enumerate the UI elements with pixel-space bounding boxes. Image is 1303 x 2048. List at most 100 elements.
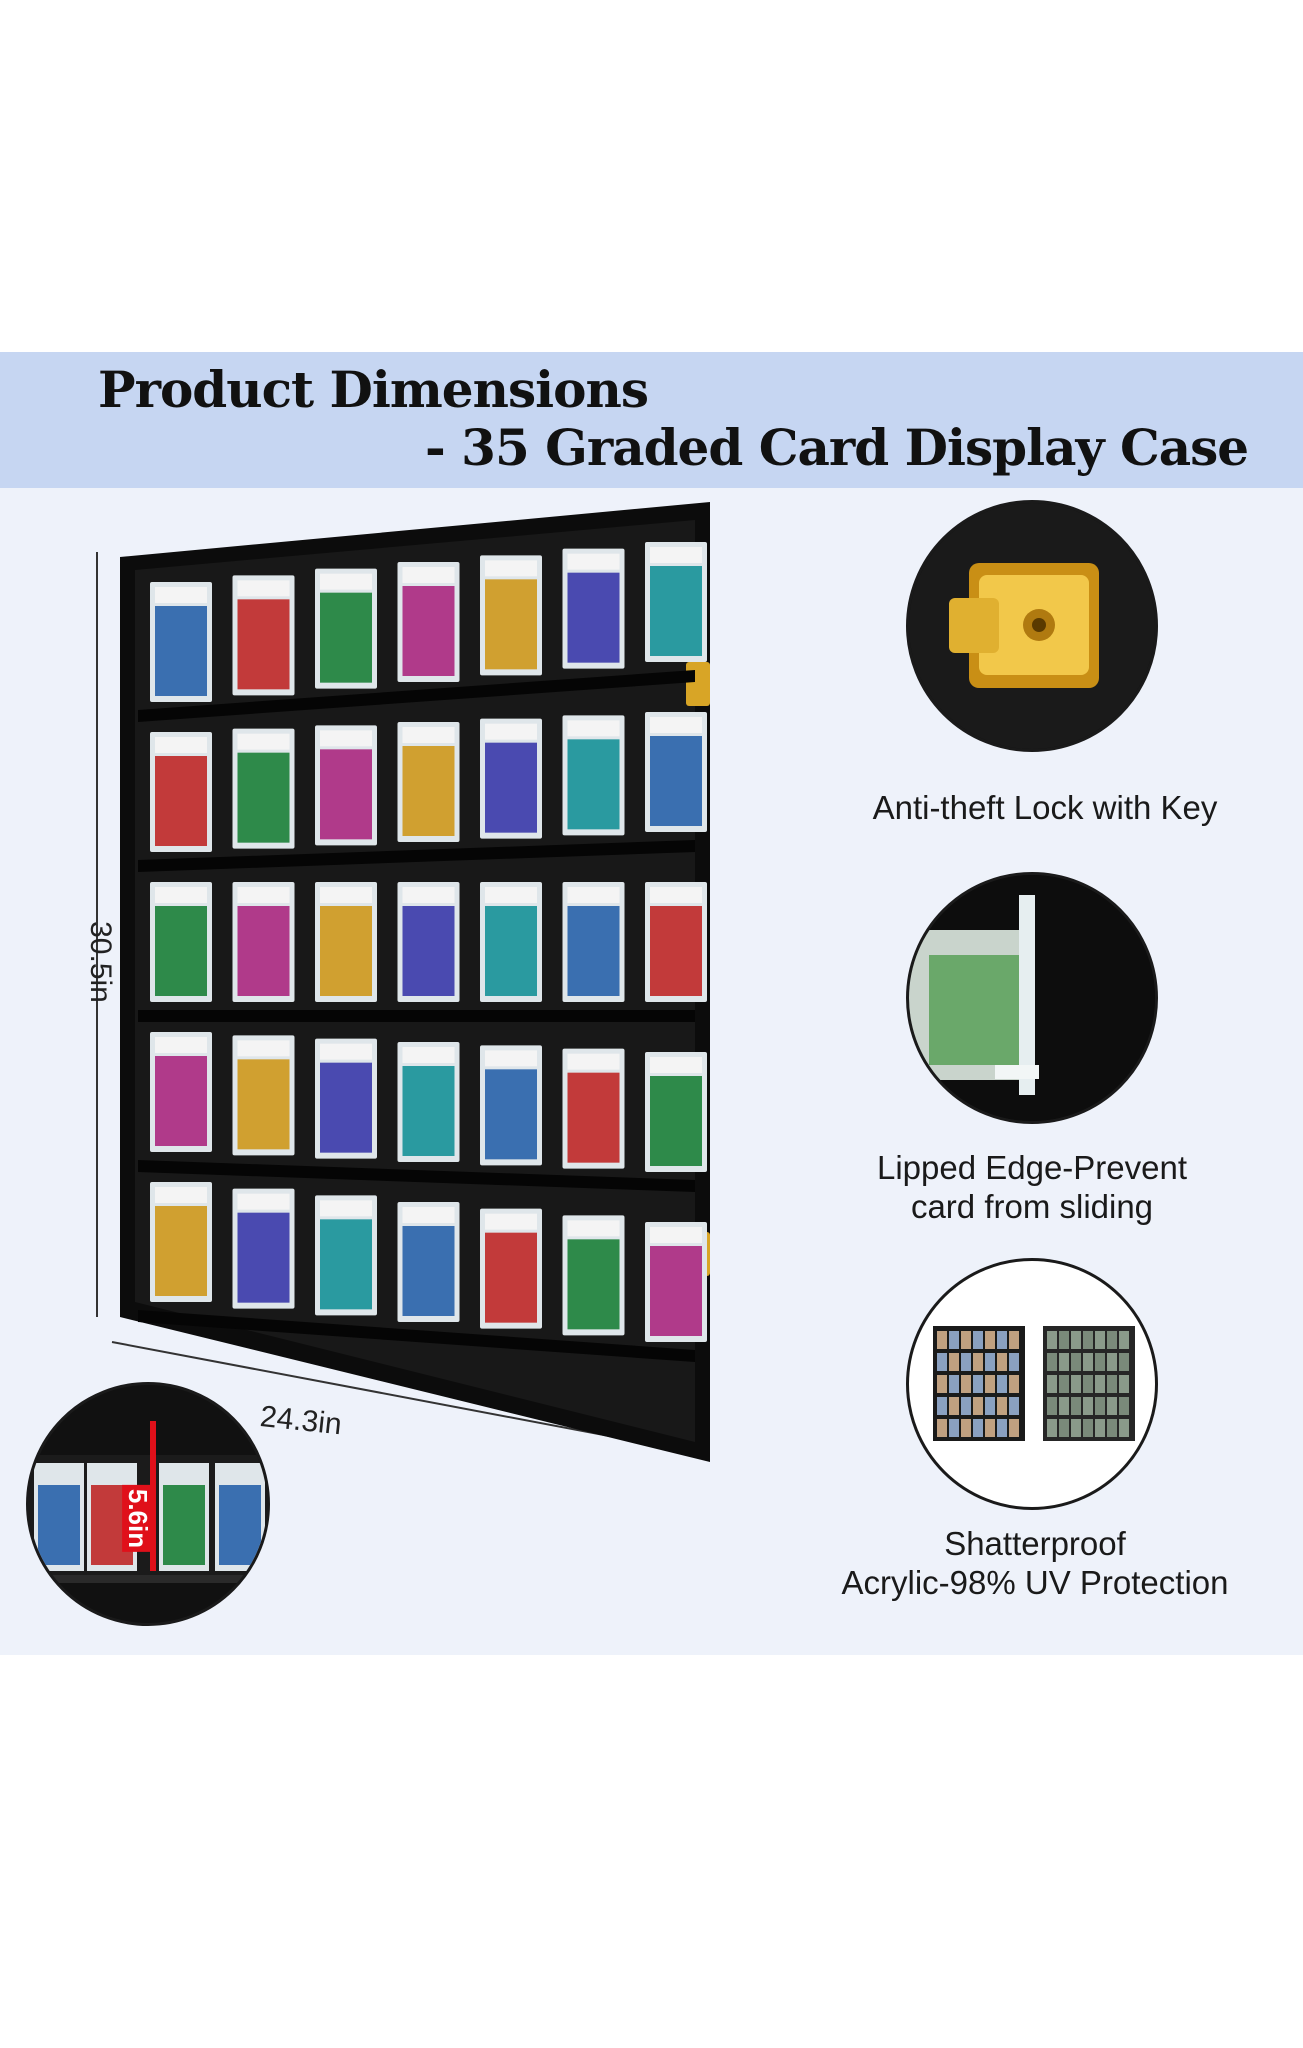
card-image	[237, 906, 290, 996]
card-label	[320, 887, 372, 903]
mini-card	[1009, 1375, 1019, 1393]
card-image	[485, 1232, 537, 1323]
mini-card	[973, 1353, 983, 1371]
mini-card	[1119, 1375, 1129, 1393]
card-image	[237, 752, 290, 843]
card-label	[567, 1053, 620, 1070]
card-label	[237, 733, 290, 750]
card-label	[650, 887, 702, 903]
card-image	[320, 749, 372, 840]
card-image	[650, 566, 702, 656]
lip-feature-image	[906, 872, 1158, 1124]
mini-card	[1071, 1375, 1081, 1393]
mini-card	[1047, 1419, 1057, 1437]
card-label	[320, 730, 372, 747]
card-label	[155, 887, 207, 903]
product-panel: Product Dimensions - 35 Graded Card Disp…	[0, 352, 1303, 1655]
mini-card	[1047, 1397, 1057, 1415]
mini-card	[1047, 1353, 1057, 1371]
mini-card	[1095, 1331, 1105, 1349]
shelf-lip	[138, 1310, 695, 1362]
page-title-line1: Product Dimensions	[98, 360, 649, 419]
mini-card	[1095, 1353, 1105, 1371]
height-label: 30.5in	[84, 921, 117, 1003]
card-label	[567, 720, 620, 737]
mini-card	[985, 1375, 995, 1393]
mini-card	[949, 1419, 959, 1437]
mini-card	[997, 1353, 1007, 1371]
card-label	[402, 1047, 455, 1063]
card-image	[485, 742, 537, 833]
card-label	[650, 717, 702, 733]
card-image	[485, 1069, 537, 1160]
card-image	[155, 606, 207, 696]
card-label	[237, 887, 290, 903]
card-image	[567, 1239, 620, 1330]
lock-icon	[686, 662, 710, 706]
card-label	[485, 1050, 537, 1067]
card-label	[567, 887, 620, 903]
card-image	[320, 592, 372, 683]
mini-card	[937, 1331, 947, 1349]
mini-card	[1107, 1397, 1117, 1415]
mini-card	[1071, 1397, 1081, 1415]
uv-feature-image	[906, 1258, 1158, 1510]
mini-card	[1107, 1331, 1117, 1349]
card-image	[402, 586, 455, 676]
card-image	[237, 1059, 290, 1150]
mini-card	[1071, 1419, 1081, 1437]
mini-card	[949, 1331, 959, 1349]
card-label	[155, 1187, 207, 1203]
mini-card	[1107, 1375, 1117, 1393]
card-image	[402, 906, 455, 996]
card-label	[320, 1200, 372, 1217]
feature-label-lock: Anti-theft Lock with Key	[872, 789, 1218, 826]
shelf-lip	[138, 670, 695, 722]
card-image	[237, 1212, 290, 1303]
mini-card	[1059, 1397, 1069, 1415]
mini-card	[961, 1331, 971, 1349]
card-label	[155, 737, 207, 753]
mini-card	[997, 1375, 1007, 1393]
card-label	[237, 1040, 290, 1057]
display-case-illustration	[96, 502, 710, 1462]
mini-card	[1009, 1353, 1019, 1371]
card-label	[567, 1220, 620, 1237]
mini-card	[985, 1331, 995, 1349]
mini-card	[1047, 1375, 1057, 1393]
mini-card	[1119, 1397, 1129, 1415]
mini-card	[1009, 1331, 1019, 1349]
card-label	[567, 553, 620, 570]
mini-card	[1009, 1419, 1019, 1437]
mini-card	[961, 1375, 971, 1393]
card-image	[485, 579, 537, 670]
card-image	[402, 746, 455, 836]
mini-card	[1047, 1331, 1057, 1349]
mini-card	[997, 1397, 1007, 1415]
mini-card	[937, 1419, 947, 1437]
card-image	[402, 1226, 455, 1316]
card-image	[567, 739, 620, 830]
mini-card	[1107, 1419, 1117, 1437]
card-image	[320, 906, 372, 996]
mini-card	[949, 1353, 959, 1371]
card-image	[650, 736, 702, 826]
card-label	[650, 547, 702, 563]
card-label	[650, 1227, 702, 1243]
mini-card	[1095, 1419, 1105, 1437]
mini-card	[937, 1353, 947, 1371]
lock-icon	[909, 503, 1155, 749]
card-image	[650, 1076, 702, 1166]
card-label	[402, 727, 455, 743]
mini-card	[997, 1419, 1007, 1437]
mini-card	[1083, 1375, 1093, 1393]
mini-card	[1071, 1331, 1081, 1349]
mini-card	[1119, 1353, 1129, 1371]
mini-card	[1095, 1397, 1105, 1415]
card-image	[155, 756, 207, 846]
mini-card	[1083, 1419, 1093, 1437]
mini-card	[973, 1419, 983, 1437]
shelf-lip	[138, 840, 695, 872]
mini-card	[937, 1375, 947, 1393]
card-label	[155, 1037, 207, 1053]
